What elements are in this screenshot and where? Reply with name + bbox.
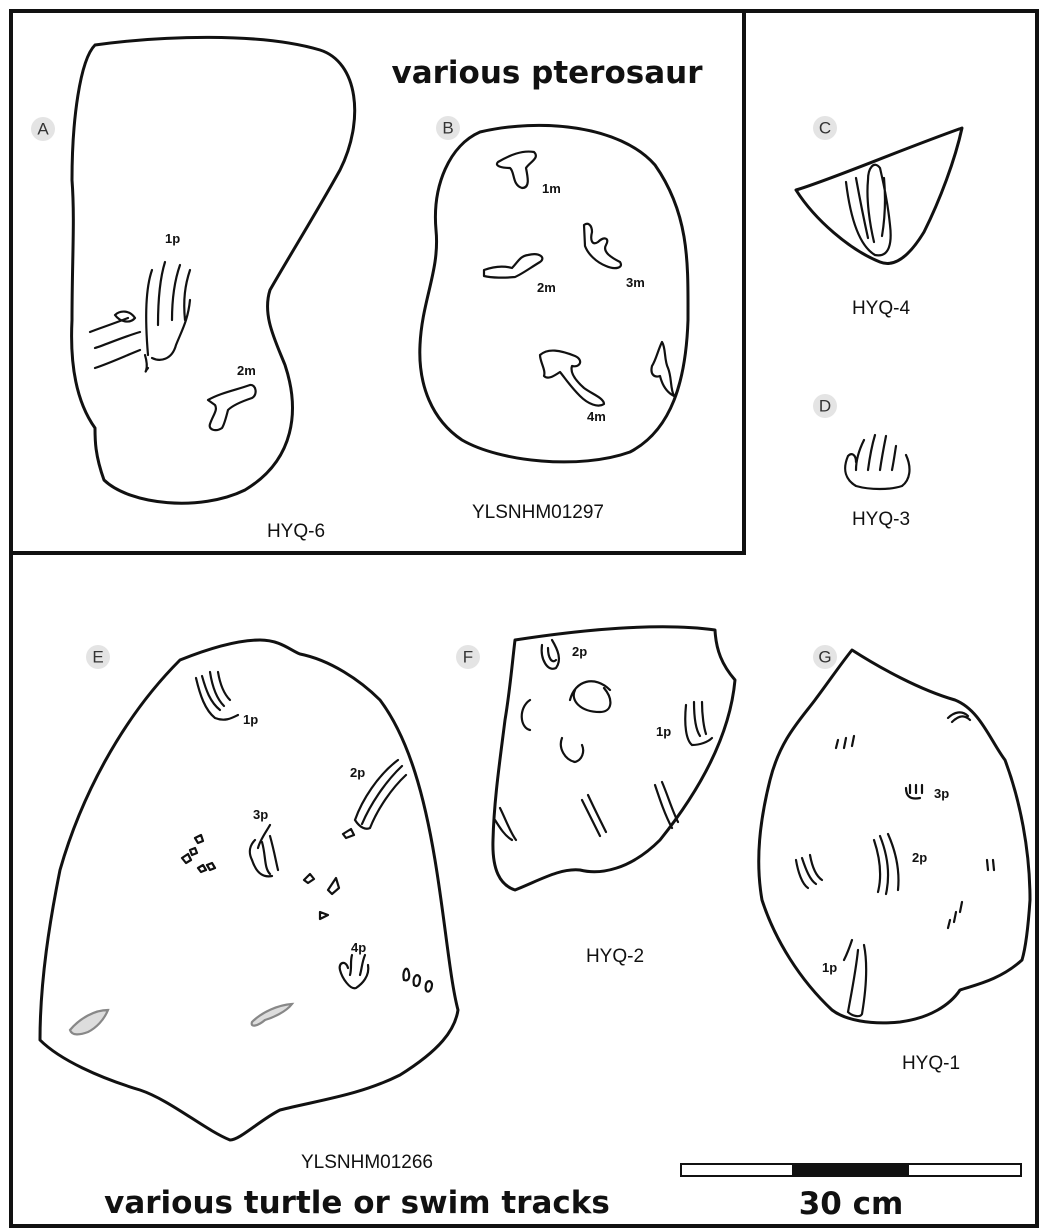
outer-frame bbox=[11, 11, 1037, 1226]
track-b-1m bbox=[497, 152, 536, 188]
track-f-crescent bbox=[522, 681, 611, 762]
track-b-edge bbox=[651, 342, 674, 396]
scale-bar-segment-2 bbox=[793, 1164, 908, 1176]
heading-pterosaur: various pterosaur bbox=[392, 55, 704, 91]
badge-c-text: C bbox=[819, 119, 831, 138]
specimen-g: HYQ-1 bbox=[902, 1053, 960, 1074]
label-b-1m: 1m bbox=[542, 181, 561, 196]
label-e-3p: 3p bbox=[253, 807, 268, 822]
panel-c: C HYQ-4 bbox=[796, 116, 962, 319]
scale-bar-label: 30 cm bbox=[799, 1186, 904, 1222]
track-e-1p bbox=[196, 672, 238, 720]
specimen-c: HYQ-4 bbox=[852, 298, 911, 319]
track-g-left bbox=[796, 855, 822, 888]
label-e-2p: 2p bbox=[350, 765, 365, 780]
slab-g-outline bbox=[759, 650, 1030, 1023]
label-e-1p: 1p bbox=[243, 712, 258, 727]
badge-e-text: E bbox=[92, 648, 103, 667]
track-b-2m bbox=[484, 254, 542, 277]
label-e-4p: 4p bbox=[351, 940, 366, 955]
track-e-drops bbox=[403, 969, 432, 992]
scale-bar: 30 cm bbox=[681, 1164, 1021, 1222]
track-e-3p bbox=[250, 825, 278, 876]
label-g-3p: 3p bbox=[934, 786, 949, 801]
track-f-2p bbox=[542, 640, 559, 669]
track-g-1p bbox=[844, 940, 866, 1016]
track-e-grey-left bbox=[70, 1010, 108, 1034]
slab-c-outline bbox=[796, 128, 962, 263]
specimen-b: YLSNHM01297 bbox=[472, 502, 604, 523]
slab-a-outline bbox=[72, 37, 355, 503]
label-g-1p: 1p bbox=[822, 960, 837, 975]
badge-f-text: F bbox=[463, 648, 473, 667]
scale-bar-segment-3 bbox=[908, 1164, 1021, 1176]
label-b-2m: 2m bbox=[537, 280, 556, 295]
panel-e: E 1p 2p 3p 4p YLSNHM01266 bbox=[40, 640, 458, 1173]
specimen-a: HYQ-6 bbox=[267, 521, 325, 542]
panel-a: A 1p 2m HYQ-6 bbox=[31, 37, 355, 542]
panel-b: B 1m 2m 3m 4m YLSNHM01297 bbox=[420, 116, 688, 523]
specimen-f: HYQ-2 bbox=[586, 946, 644, 967]
track-a-2m bbox=[208, 385, 256, 430]
heading-turtle: various turtle or swim tracks bbox=[104, 1185, 610, 1221]
badge-b-text: B bbox=[442, 119, 453, 138]
track-f-1p bbox=[685, 702, 712, 745]
panel-f: F 2p 1p HYQ-2 bbox=[456, 627, 735, 967]
label-a-2m: 2m bbox=[237, 363, 256, 378]
track-g-3p bbox=[906, 785, 922, 799]
label-b-3m: 3m bbox=[626, 275, 645, 290]
track-a-side bbox=[90, 312, 140, 368]
track-b-4m bbox=[540, 351, 604, 406]
track-g-scratches bbox=[836, 712, 994, 928]
label-b-4m: 4m bbox=[587, 409, 606, 424]
label-f-1p: 1p bbox=[656, 724, 671, 739]
badge-g-text: G bbox=[818, 648, 831, 667]
track-f-scratches bbox=[495, 782, 678, 840]
scale-bar-segment-1 bbox=[681, 1164, 793, 1176]
panel-g: G 3p 2p 1p HYQ-1 bbox=[759, 645, 1030, 1074]
track-e-marks bbox=[182, 829, 354, 919]
specimen-e: YLSNHM01266 bbox=[301, 1152, 433, 1173]
track-e-4p bbox=[340, 955, 369, 988]
panel-d: D HYQ-3 bbox=[813, 394, 910, 530]
track-b-3m bbox=[584, 224, 621, 268]
label-g-2p: 2p bbox=[912, 850, 927, 865]
slab-f-outline bbox=[493, 627, 735, 890]
track-d-1 bbox=[845, 435, 909, 489]
track-e-grey-right bbox=[252, 1004, 292, 1026]
label-f-2p: 2p bbox=[572, 644, 587, 659]
track-g-2p bbox=[874, 834, 899, 894]
label-a-1p: 1p bbox=[165, 231, 180, 246]
specimen-d: HYQ-3 bbox=[852, 509, 910, 530]
badge-d-text: D bbox=[819, 397, 831, 416]
track-c-1 bbox=[846, 165, 891, 256]
badge-a-text: A bbox=[37, 120, 49, 139]
track-a-1p bbox=[145, 262, 190, 372]
